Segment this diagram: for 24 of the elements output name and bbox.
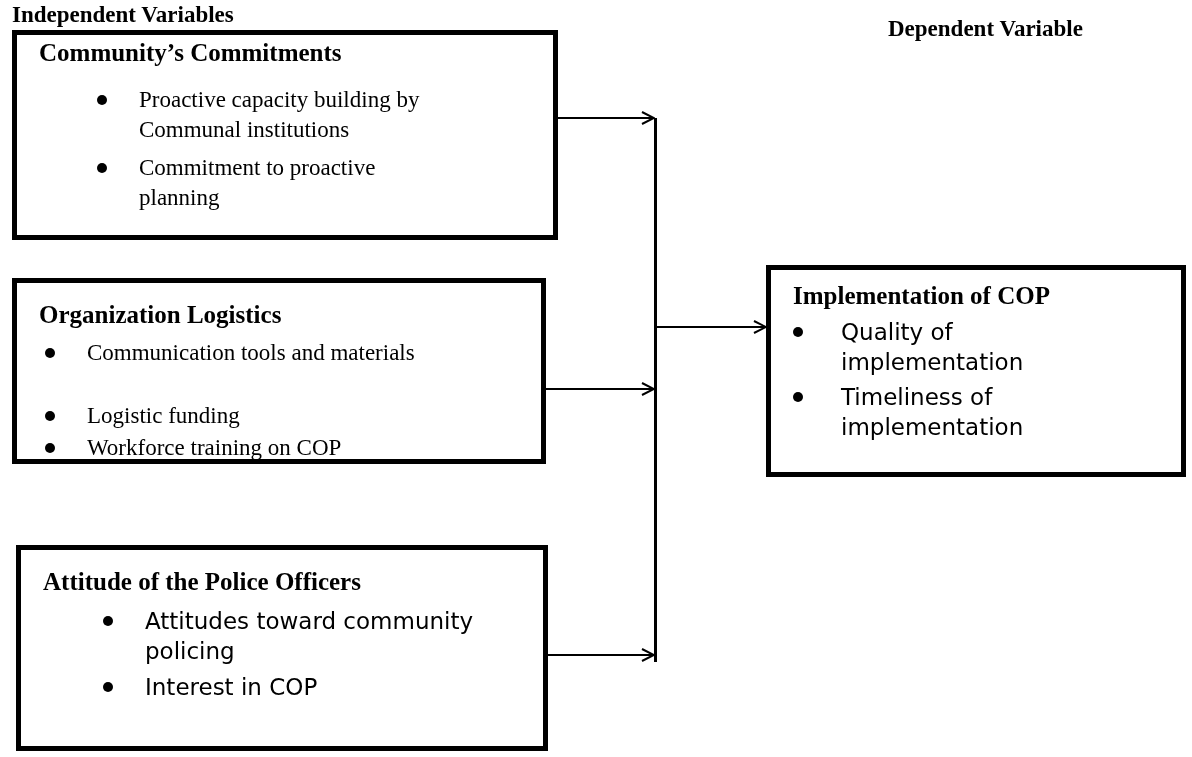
box-heading: Implementation of COP	[793, 282, 1050, 310]
box-heading: Community’s Commitments	[39, 39, 342, 67]
arrow	[557, 111, 655, 125]
section-label: Dependent Variable	[888, 16, 1083, 42]
arrow	[656, 320, 767, 334]
arrow	[545, 382, 655, 396]
bullet-text: Interest in COP	[145, 673, 319, 702]
arrow	[547, 648, 655, 662]
variable-box	[766, 265, 1186, 477]
bullet-text: Communication tools and materials	[87, 339, 416, 367]
bullet-text: Quality of implementation	[841, 318, 1025, 377]
variable-box	[12, 278, 546, 464]
section-label: Independent Variables	[12, 2, 234, 28]
bullet-text: Workforce training on COP	[87, 434, 343, 462]
box-heading: Organization Logistics	[39, 301, 282, 329]
bullet-text: Attitudes toward community policing	[145, 607, 475, 666]
bullet-text: Timeliness of implementation	[841, 383, 1025, 442]
box-heading: Attitude of the Police Officers	[43, 568, 361, 596]
bullet-text: Logistic funding	[87, 402, 241, 430]
junction-line	[654, 118, 657, 662]
variable-box	[16, 545, 548, 751]
bullet-text: Commitment to proactive planning	[139, 154, 377, 212]
variable-box	[12, 30, 558, 240]
bullet-text: Proactive capacity building by Communal institutions	[139, 86, 421, 144]
